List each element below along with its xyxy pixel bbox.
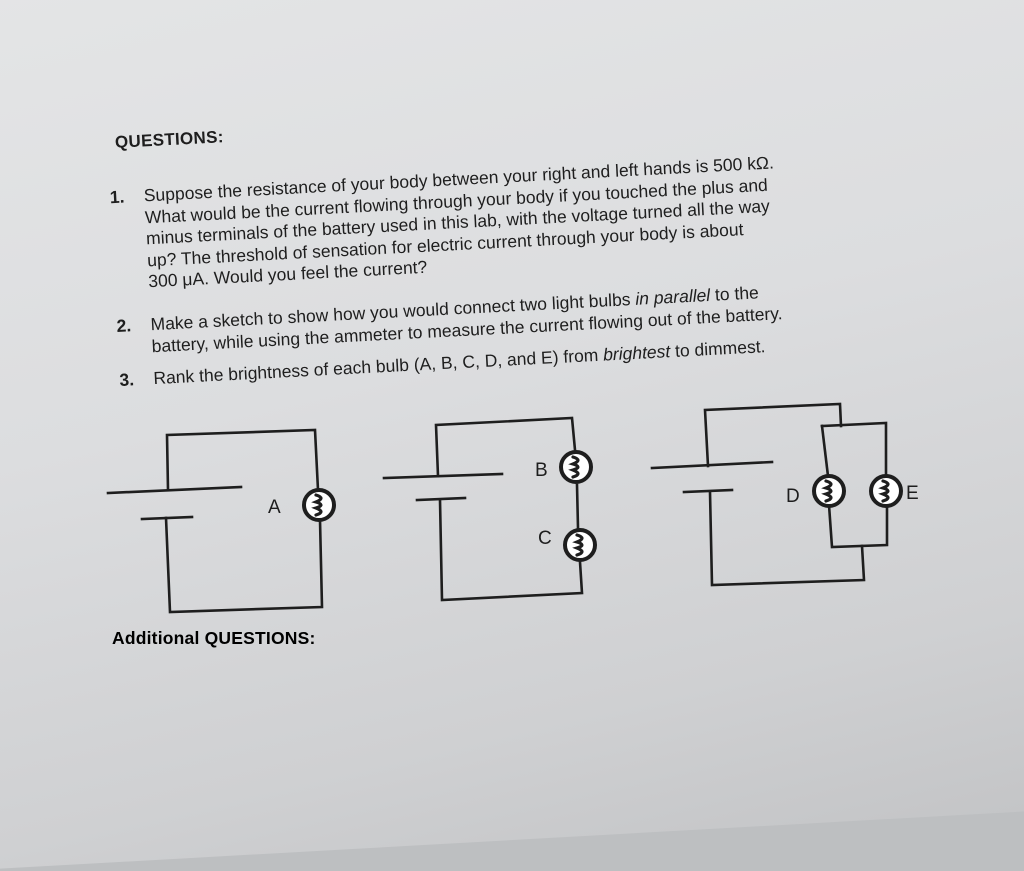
bulb-a-label: A [268, 497, 281, 518]
bulb-d-icon [812, 474, 846, 508]
battery-long-plate [106, 485, 243, 495]
wire [827, 503, 889, 549]
battery-long-plate [382, 472, 504, 480]
bulb-a-icon [302, 488, 336, 522]
bulb-c-icon [563, 528, 597, 562]
circuit-3: D E [650, 402, 919, 587]
wire [575, 483, 580, 530]
additional-questions-heading: Additional QUESTIONS: [112, 628, 316, 648]
wire [708, 490, 866, 587]
wire [434, 416, 577, 478]
circuit-diagrams: A B C D E [106, 402, 919, 614]
wire [820, 421, 888, 478]
bulb-b-icon [559, 450, 593, 484]
wire [703, 402, 843, 468]
circuit-2: B C [382, 416, 597, 602]
circuit-1: A [106, 428, 336, 614]
bulb-e-icon [869, 474, 903, 508]
wire [820, 424, 830, 478]
bulb-d-label: D [786, 486, 800, 507]
wire [164, 516, 324, 614]
battery-short-plate [682, 488, 734, 494]
wire [438, 498, 584, 602]
battery-long-plate [650, 460, 774, 470]
bulb-c-label: C [538, 528, 552, 549]
bulb-e-label: E [906, 483, 919, 504]
wire [165, 428, 320, 492]
bulb-b-label: B [535, 460, 548, 481]
